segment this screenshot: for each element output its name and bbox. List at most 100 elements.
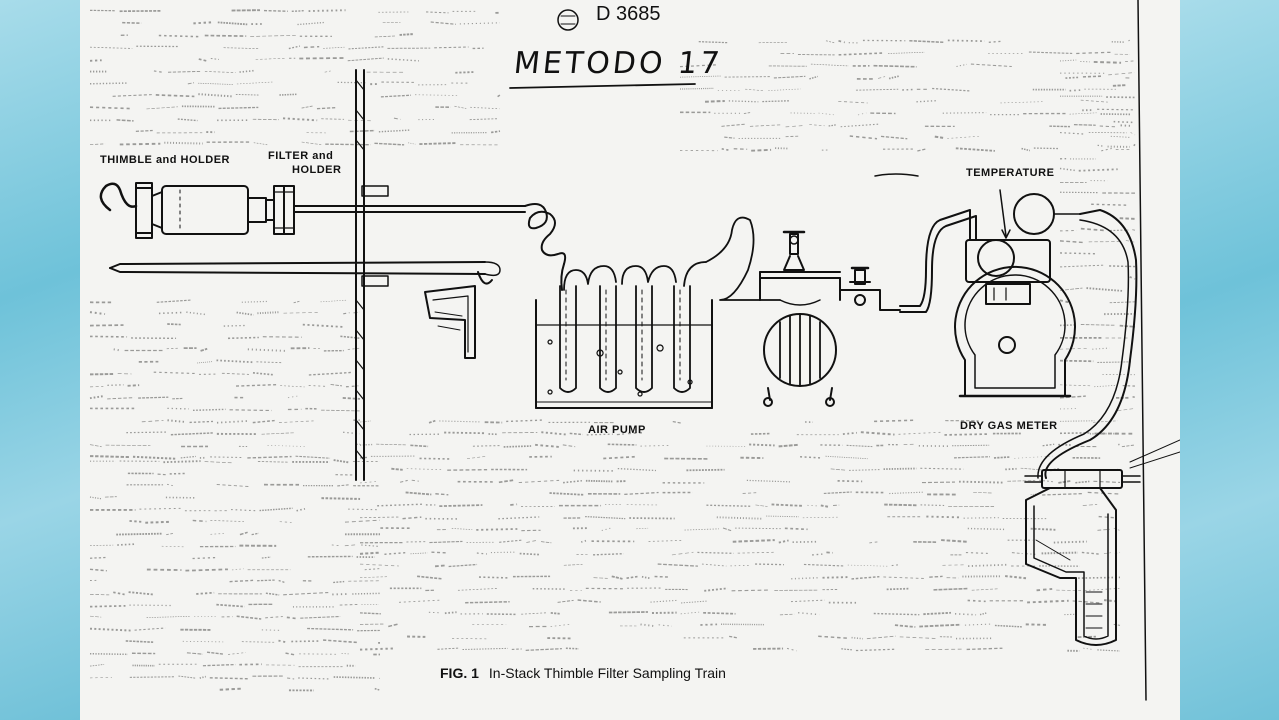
noise-stroke [431, 551, 447, 554]
noise-stroke [302, 323, 344, 328]
noise-stroke [704, 587, 728, 592]
noise-stroke [755, 504, 768, 507]
noise-stroke [472, 445, 500, 447]
noise-stroke [323, 46, 345, 49]
noise-stroke [198, 93, 232, 98]
inclined-manometer [424, 285, 476, 359]
noise-stroke [701, 563, 727, 567]
noise-stroke [851, 636, 863, 640]
noise-stroke [157, 473, 166, 476]
noise-stroke [988, 40, 1003, 43]
noise-stroke [818, 635, 848, 639]
orifice-meter [1024, 469, 1141, 489]
noise-stroke [510, 503, 518, 506]
noise-stroke [785, 125, 806, 128]
noise-stroke [779, 613, 795, 616]
noise-stroke [377, 503, 422, 507]
noise-stroke [749, 443, 775, 447]
noise-stroke [241, 300, 268, 303]
noise-stroke [265, 592, 280, 596]
noise-stroke [965, 551, 988, 554]
noise-stroke [187, 82, 195, 85]
noise-stroke [1082, 75, 1101, 78]
noise-stroke [742, 492, 757, 494]
noise-stroke [498, 516, 540, 520]
noise-stroke [1033, 147, 1059, 150]
noise-stroke [973, 492, 992, 494]
noise-stroke [89, 677, 112, 679]
noise-stroke [410, 552, 428, 555]
noise-stroke [1130, 132, 1136, 136]
noise-stroke [1078, 168, 1118, 172]
noise-stroke [89, 455, 129, 459]
noise-stroke [164, 141, 203, 145]
noise-stroke [672, 420, 681, 424]
noise-stroke [419, 457, 451, 460]
noise-stroke [478, 576, 509, 579]
noise-stroke [378, 129, 411, 133]
noise-stroke [840, 123, 880, 128]
noise-stroke [1128, 39, 1131, 42]
noise-stroke [466, 456, 487, 459]
noise-stroke [462, 647, 508, 651]
noise-stroke [1082, 504, 1098, 506]
noise-stroke [549, 492, 584, 496]
noise-stroke [348, 46, 384, 50]
label-air-pump: AIR PUMP [588, 424, 646, 436]
noise-stroke [585, 479, 613, 483]
noise-stroke [261, 556, 272, 559]
sampling-train-diagram [99, 0, 1180, 701]
pitot-line [109, 261, 501, 285]
noise-stroke [209, 677, 249, 680]
noise-stroke [1097, 108, 1136, 111]
noise-stroke [384, 551, 407, 556]
noise-stroke [593, 577, 608, 579]
noise-stroke [869, 541, 880, 544]
noise-stroke [146, 106, 178, 110]
noise-stroke [359, 563, 399, 567]
noise-stroke [1108, 72, 1136, 76]
noise-stroke [434, 564, 445, 568]
noise-stroke [1113, 527, 1121, 531]
document-sheet: D 3685 METODO 17 THIMBLE and HOLDER FILT… [80, 0, 1180, 720]
noise-stroke [286, 616, 297, 620]
noise-stroke [823, 491, 852, 495]
noise-stroke [525, 648, 562, 651]
noise-stroke [1073, 124, 1096, 126]
noise-stroke [1092, 420, 1118, 423]
noise-stroke [846, 444, 873, 448]
noise-stroke [399, 479, 408, 483]
noise-stroke [465, 601, 510, 604]
noise-stroke [874, 419, 917, 423]
noise-stroke [145, 520, 171, 524]
noise-stroke [146, 615, 191, 619]
noise-stroke [828, 124, 837, 127]
noise-stroke [227, 336, 259, 340]
noise-stroke [376, 443, 407, 446]
stray-mark [874, 173, 919, 177]
noise-stroke [430, 21, 456, 25]
noise-stroke [221, 372, 249, 375]
noise-stroke [979, 612, 987, 616]
noise-stroke [282, 117, 318, 122]
noise-stroke [291, 10, 305, 13]
noise-stroke [641, 575, 651, 580]
noise-stroke [116, 532, 163, 536]
noise-stroke [285, 652, 296, 656]
noise-stroke [855, 648, 895, 652]
noise-stroke [820, 504, 830, 508]
noise-stroke [724, 136, 735, 139]
noise-stroke [345, 385, 359, 388]
noise-stroke [873, 612, 920, 616]
noise-stroke [1059, 252, 1098, 255]
noise-stroke [947, 39, 985, 43]
noise-stroke [880, 135, 908, 140]
figure-number: FIG. 1 [440, 665, 479, 681]
noise-stroke [166, 347, 180, 350]
noise-stroke [217, 21, 248, 26]
label-filter-holder-2: HOLDER [292, 164, 342, 176]
noise-stroke [210, 520, 244, 522]
noise-stroke [1075, 480, 1090, 484]
noise-stroke [1097, 649, 1121, 652]
noise-stroke [89, 324, 124, 327]
